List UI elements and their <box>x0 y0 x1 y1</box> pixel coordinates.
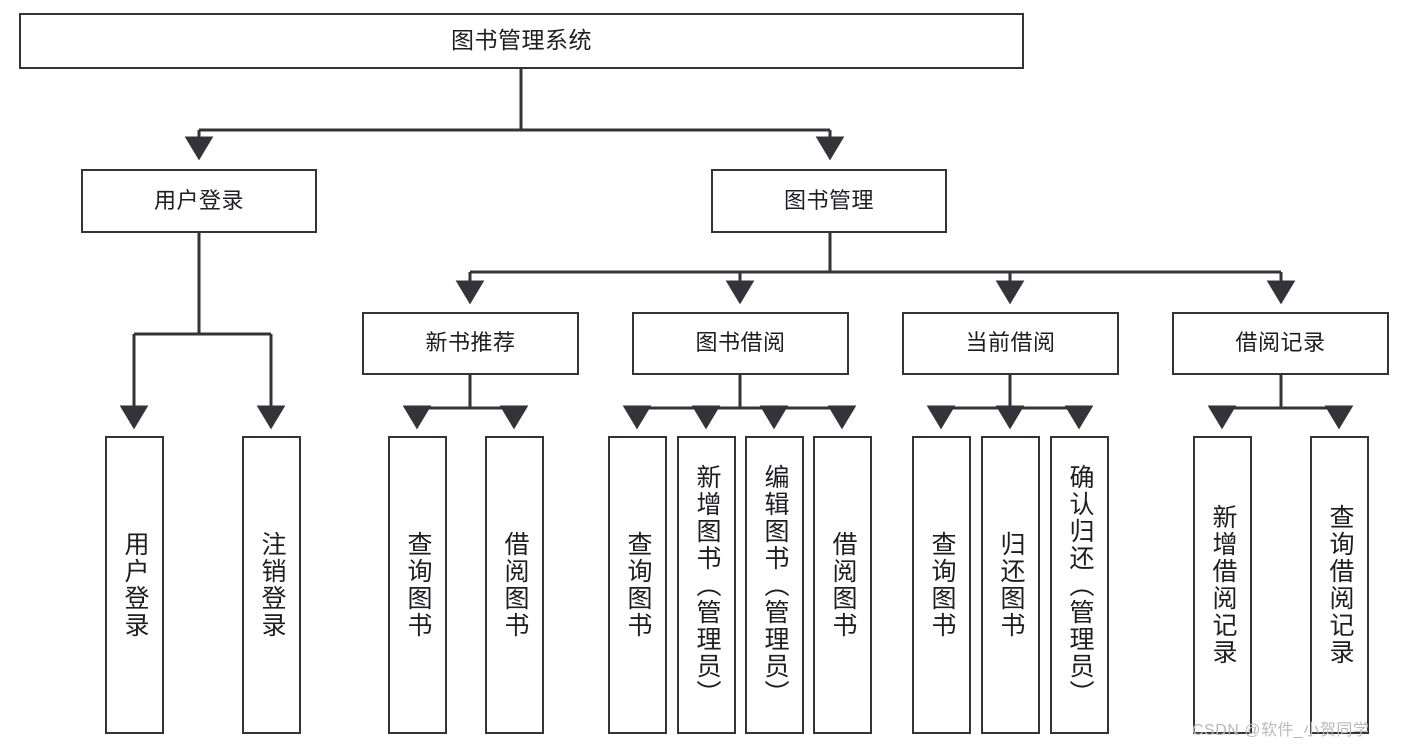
node-user-login[interactable]: 用户登录 <box>81 169 317 233</box>
node-leaf-user-login-logout[interactable]: 注销登录 <box>242 436 301 734</box>
node-leaf-current-borrow-return[interactable]: 归还图书 <box>981 436 1040 734</box>
node-label: 查询图书 <box>404 531 432 639</box>
node-label: 查询图书 <box>928 531 956 639</box>
node-label: 图书管理系统 <box>451 27 592 54</box>
node-label: 新增借阅记录 <box>1209 504 1237 666</box>
node-label: 注销登录 <box>258 531 286 639</box>
csdn-watermark: CSDN @软件_小贺同学 <box>1192 722 1370 739</box>
node-label: 归还图书 <box>997 531 1025 639</box>
node-leaf-new-book-borrow[interactable]: 借阅图书 <box>485 436 544 734</box>
node-leaf-user-login-login[interactable]: 用户登录 <box>105 436 164 734</box>
node-label: 借阅图书 <box>829 531 857 639</box>
node-current-borrowing[interactable]: 当前借阅 <box>902 312 1119 375</box>
node-leaf-book-borrow-add[interactable]: 新增图书（管理员） <box>677 436 736 734</box>
node-label: 新增图书（管理员） <box>693 463 721 707</box>
node-label: 编辑图书（管理员） <box>761 463 789 707</box>
node-leaf-current-borrow-confirm-return[interactable]: 确认归还（管理员） <box>1050 436 1109 734</box>
node-leaf-book-borrow-query[interactable]: 查询图书 <box>608 436 667 734</box>
node-leaf-new-book-query[interactable]: 查询图书 <box>388 436 447 734</box>
node-book-management[interactable]: 图书管理 <box>711 169 947 233</box>
node-leaf-borrow-record-query[interactable]: 查询借阅记录 <box>1310 436 1369 734</box>
node-label: 当前借阅 <box>965 330 1056 356</box>
node-leaf-current-borrow-query[interactable]: 查询图书 <box>912 436 971 734</box>
node-label: 确认归还（管理员） <box>1066 463 1094 707</box>
node-label: 借阅图书 <box>501 531 529 639</box>
node-label: 查询借阅记录 <box>1326 504 1354 666</box>
node-book-borrowing[interactable]: 图书借阅 <box>632 312 849 375</box>
node-label: 图书借阅 <box>695 330 786 356</box>
node-label: 用户登录 <box>121 531 149 639</box>
node-leaf-book-borrow-edit[interactable]: 编辑图书（管理员） <box>745 436 804 734</box>
node-label: 用户登录 <box>153 187 244 213</box>
node-root-book-management-system[interactable]: 图书管理系统 <box>19 13 1024 69</box>
node-new-book-recommendation[interactable]: 新书推荐 <box>362 312 579 375</box>
node-leaf-borrow-record-add[interactable]: 新增借阅记录 <box>1193 436 1252 734</box>
node-borrowing-record[interactable]: 借阅记录 <box>1172 312 1389 375</box>
node-leaf-book-borrow-borrow[interactable]: 借阅图书 <box>813 436 872 734</box>
node-label: 借阅记录 <box>1235 330 1326 356</box>
node-label: 新书推荐 <box>425 330 516 356</box>
node-label: 查询图书 <box>624 531 652 639</box>
node-label: 图书管理 <box>783 187 874 213</box>
